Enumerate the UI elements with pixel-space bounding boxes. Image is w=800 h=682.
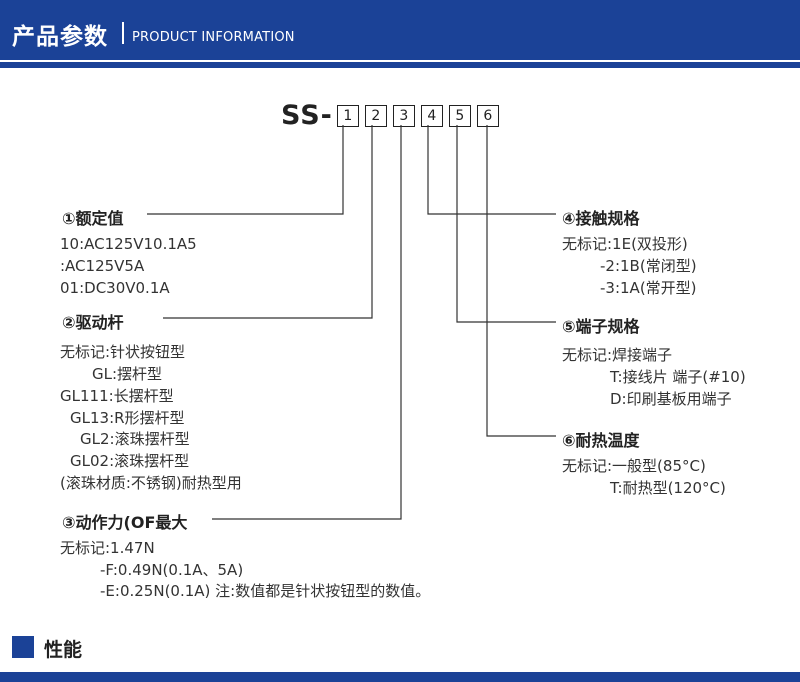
- rated-line-2: :AC125V5A: [60, 257, 145, 275]
- connector-2: [163, 125, 373, 319]
- header-bar: 产品参数 PRODUCT INFORMATION: [0, 0, 800, 68]
- footer-bar: [0, 672, 800, 682]
- connector-1: [147, 125, 344, 215]
- page-title: 产品参数: [12, 24, 108, 50]
- actuator-line-5: GL2:滚珠摆杆型: [80, 430, 190, 448]
- actuator-line-2: GL:摆杆型: [92, 365, 163, 383]
- actuator-line-6: GL02:滚珠摆杆型: [70, 452, 190, 470]
- model-box-2: 2: [364, 104, 387, 127]
- contact-line-2: -2:1B(常闭型): [600, 257, 697, 275]
- connector-3: [212, 125, 402, 520]
- rated-line-3: 01:DC30V0.1A: [60, 279, 170, 297]
- terminal-line-2: T:接线片 端子(#10): [610, 368, 746, 386]
- model-box-5: 5: [448, 104, 471, 127]
- contact-line-3: -3:1A(常开型): [600, 279, 697, 297]
- heat-line-2: T:耐热型(120°C): [610, 479, 726, 497]
- force-heading: ③动作力(OF最大: [62, 513, 188, 532]
- actuator-line-7: (滚珠材质:不锈钢)耐热型用: [60, 474, 242, 492]
- force-line-2: -F:0.49N(0.1A、5A): [100, 561, 244, 579]
- model-box-4: 4: [420, 104, 443, 127]
- model-box-3: 3: [392, 104, 415, 127]
- model-code: SS- 1 2 3 4 5 6: [281, 100, 499, 131]
- header-stripe: [0, 60, 800, 62]
- connector-5: [456, 125, 556, 323]
- model-box-6: 6: [476, 104, 499, 127]
- title-divider: [122, 22, 124, 44]
- connector-4: [427, 125, 556, 215]
- contact-line-1: 无标记:1E(双投形): [562, 235, 688, 253]
- terminal-heading: ⑤端子规格: [562, 317, 640, 336]
- terminal-line-1: 无标记:焊接端子: [562, 346, 673, 364]
- rated-heading: ①额定值: [62, 209, 124, 228]
- section-marker: [12, 636, 34, 658]
- heat-heading: ⑥耐热温度: [562, 431, 640, 450]
- page-subtitle: PRODUCT INFORMATION: [132, 30, 295, 45]
- performance-title: 性能: [44, 639, 83, 661]
- connector-6: [486, 125, 556, 437]
- model-box-1: 1: [336, 104, 359, 127]
- force-line-3: -E:0.25N(0.1A) 注:数值都是针状按钮型的数值。: [100, 582, 431, 600]
- actuator-line-1: 无标记:针状按钮型: [60, 343, 186, 361]
- contact-heading: ④接触规格: [562, 209, 640, 228]
- model-prefix: SS-: [281, 100, 333, 131]
- terminal-line-3: D:印刷基板用端子: [610, 390, 732, 408]
- heat-line-1: 无标记:一般型(85°C): [562, 457, 706, 475]
- actuator-line-4: GL13:R形摆杆型: [70, 409, 185, 427]
- force-line-1: 无标记:1.47N: [60, 539, 155, 557]
- rated-line-1: 10:AC125V10.1A5: [60, 235, 197, 253]
- actuator-heading: ②驱动杆: [62, 313, 124, 332]
- actuator-line-3: GL111:长摆杆型: [60, 387, 174, 405]
